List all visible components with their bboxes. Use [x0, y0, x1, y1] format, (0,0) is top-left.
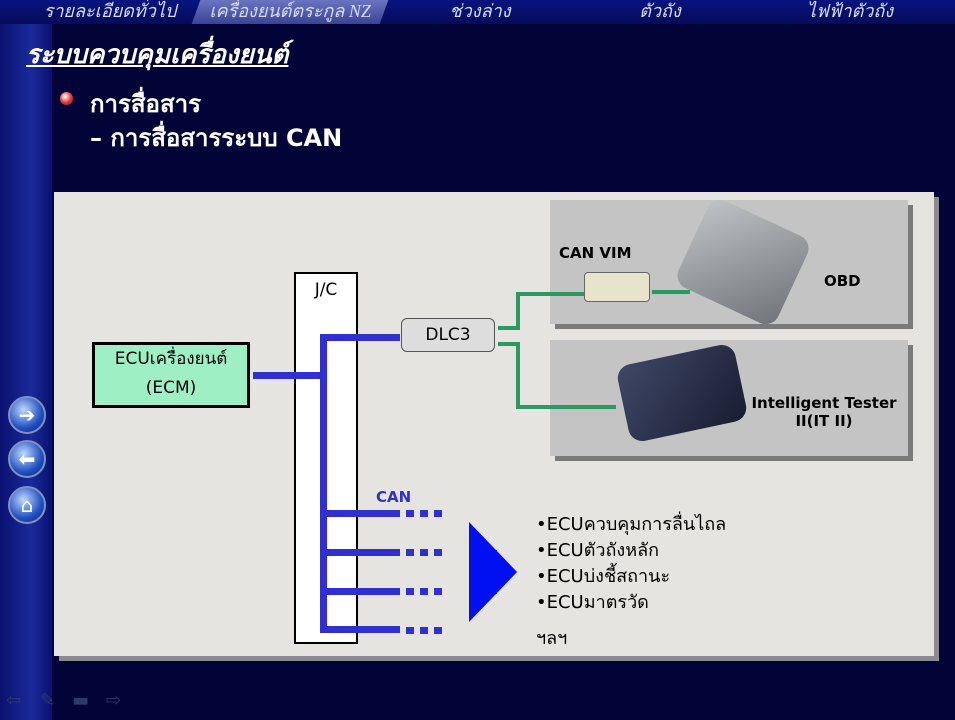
- tester-label-1: Intelligent Tester: [751, 394, 897, 412]
- jc-label: J/C: [314, 280, 338, 300]
- green-link: [516, 405, 616, 409]
- forward-button[interactable]: ➔: [8, 396, 46, 434]
- home-button[interactable]: ⌂: [8, 486, 46, 524]
- can-label: CAN: [376, 488, 412, 506]
- can-vim-label: CAN VIM: [559, 244, 632, 262]
- green-link: [498, 326, 520, 330]
- green-link: [652, 290, 690, 294]
- tester-label-2: II(IT II): [795, 412, 853, 430]
- arrow-icon: [469, 550, 497, 594]
- tab-general[interactable]: รายละเอียดทั่วไป: [43, 1, 177, 21]
- bullet-text: การสื่อสาร: [90, 90, 201, 118]
- pen-icon[interactable]: ✎: [40, 690, 56, 711]
- menu-icon[interactable]: ▬: [72, 690, 90, 711]
- can-line: [320, 549, 400, 556]
- green-link: [498, 342, 520, 346]
- can-line: [320, 334, 400, 341]
- can-line: [320, 510, 400, 517]
- ecu-list: •ECUควบคุมการลื่นไถล •ECUตัวถังหลัก •ECU…: [536, 512, 726, 652]
- green-link: [516, 342, 520, 408]
- sub-bullet-text: – การสื่อสารระบบ CAN: [90, 124, 343, 152]
- ecm-label-1: ECUเครื่องยนต์: [114, 349, 228, 369]
- ecm-label-2: (ECM): [145, 378, 197, 398]
- ecu-item: •ECUมาตรวัด: [536, 592, 649, 613]
- can-line: [320, 626, 400, 633]
- can-line: [320, 588, 400, 595]
- ecu-etc: ฯลฯ: [536, 628, 568, 649]
- tab-body[interactable]: ตัวถัง: [639, 1, 681, 21]
- left-bar: [0, 24, 52, 720]
- top-nav: รายละเอียดทั่วไป เครื่องยนต์ตระกูล NZ ช่…: [0, 0, 955, 24]
- ecm-box: ECUเครื่องยนต์ (ECM): [92, 342, 250, 408]
- page-title: ระบบควบคุมเครื่องยนต์: [26, 40, 289, 70]
- can-bus: [320, 334, 327, 632]
- bullet-icon: [60, 92, 73, 105]
- back-button[interactable]: ⬅: [8, 440, 46, 478]
- dlc3-connector: DLC3: [401, 318, 495, 352]
- ecu-item: •ECUตัวถังหลัก: [536, 540, 660, 561]
- next-slide-icon[interactable]: ⇨: [106, 690, 122, 711]
- ecu-item: •ECUบ่งชี้สถานะ: [536, 566, 671, 587]
- dotted-lines: [406, 510, 446, 634]
- tab-chassis[interactable]: ช่วงล่าง: [449, 1, 511, 21]
- tab-body-electrical[interactable]: ไฟฟ้าตัวถัง: [806, 1, 894, 21]
- obd-label: OBD: [824, 272, 861, 290]
- can-vim-icon: [584, 272, 650, 302]
- green-link: [516, 292, 584, 296]
- tab-nz-engine[interactable]: เครื่องยนต์ตระกูล NZ: [191, 0, 389, 24]
- prev-slide-icon[interactable]: ⇦: [6, 690, 22, 711]
- green-link: [516, 292, 520, 328]
- can-line: [253, 372, 323, 379]
- ecu-item: •ECUควบคุมการลื่นไถล: [536, 514, 727, 535]
- tab-label: เครื่องยนต์ตระกูล NZ: [209, 1, 372, 21]
